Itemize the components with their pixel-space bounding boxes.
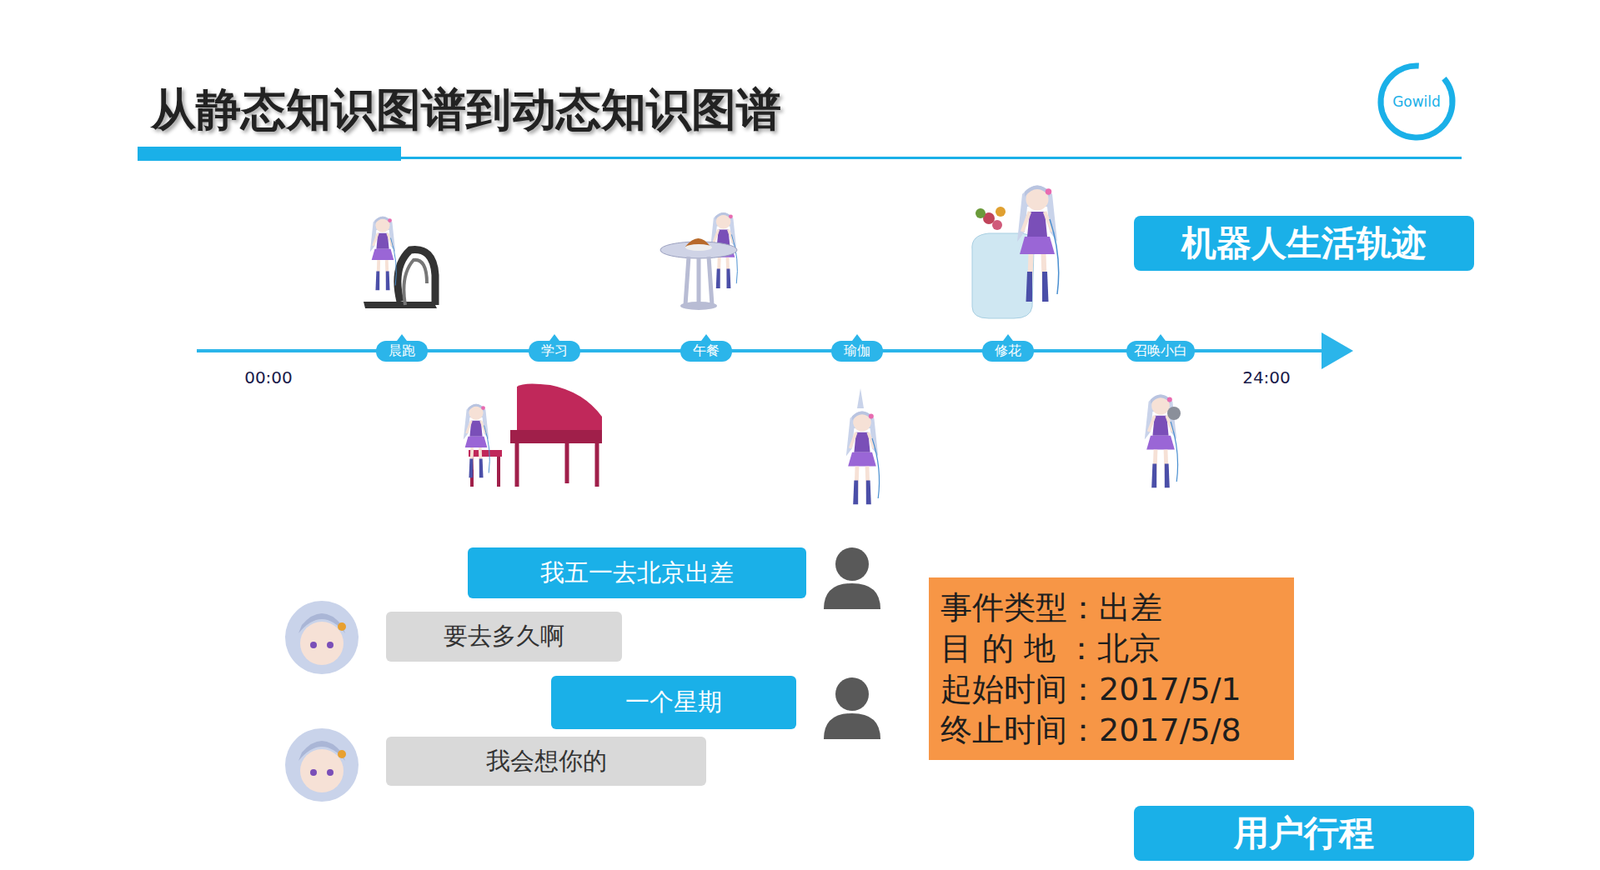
time-label: 00:00	[244, 367, 293, 388]
node-text: 学习	[541, 342, 568, 361]
timeline-event: 学习	[528, 341, 581, 362]
node-text: 要去多久啊	[443, 620, 565, 654]
user-bubble: 一个星期	[551, 676, 797, 730]
header-line	[401, 156, 1462, 160]
node-text: 瑜伽	[843, 342, 871, 361]
user-icon	[823, 547, 881, 740]
node-text: 终止时间：2017/5/8	[940, 710, 1283, 752]
event-card: 事件类型：出差目 的 地 ：北京起始时间：2017/5/1终止时间：2017/5…	[928, 577, 1295, 761]
node-text: 机器人生活轨迹	[1181, 220, 1427, 267]
node-text: 一个星期	[625, 686, 723, 720]
node-text: 晨跑	[388, 342, 416, 361]
node-text: 午餐	[692, 342, 720, 361]
timeline-event: 召唤小白	[1126, 341, 1195, 362]
node-text: 事件类型：出差	[940, 587, 1283, 629]
logo-ring	[1365, 50, 1467, 152]
timeline-arrow	[1321, 332, 1354, 370]
node-text: 用户行程	[1233, 810, 1375, 858]
slide-title: 从静态知识图谱到动态知识图谱	[150, 80, 782, 141]
timeline-event: 午餐	[680, 341, 733, 362]
timeline-event: 瑜伽	[831, 341, 883, 362]
robot-bubble: 要去多久啊	[386, 611, 622, 663]
header-bar	[137, 146, 402, 161]
flower-figure	[972, 185, 1059, 320]
pill-pointers	[396, 334, 1166, 342]
robot-avatar	[285, 601, 359, 803]
node-text: 我五一去北京出差	[540, 556, 734, 591]
node-text: 目 的 地 ：北京	[940, 628, 1283, 670]
logo-text: Gowild	[1392, 93, 1441, 111]
node-text: 修花	[994, 342, 1022, 361]
yoga-figure	[846, 388, 880, 505]
node-text: 召唤小白	[1133, 342, 1188, 361]
time-label: 24:00	[1242, 367, 1291, 388]
section-tag: 机器人生活轨迹	[1133, 215, 1475, 271]
robot-bubble: 我会想你的	[386, 737, 707, 787]
node-text: 我会想你的	[486, 745, 607, 779]
section-tag: 用户行程	[1133, 806, 1475, 862]
lunch-figure	[660, 212, 738, 311]
user-bubble: 我五一去北京出差	[467, 547, 807, 599]
timeline-event: 修花	[982, 341, 1034, 362]
timeline-event: 晨跑	[376, 341, 428, 362]
summon-figure	[1144, 395, 1181, 489]
treadmill-figure	[363, 216, 437, 309]
node-text: 起始时间：2017/5/1	[940, 669, 1283, 711]
piano-figure	[463, 383, 602, 487]
